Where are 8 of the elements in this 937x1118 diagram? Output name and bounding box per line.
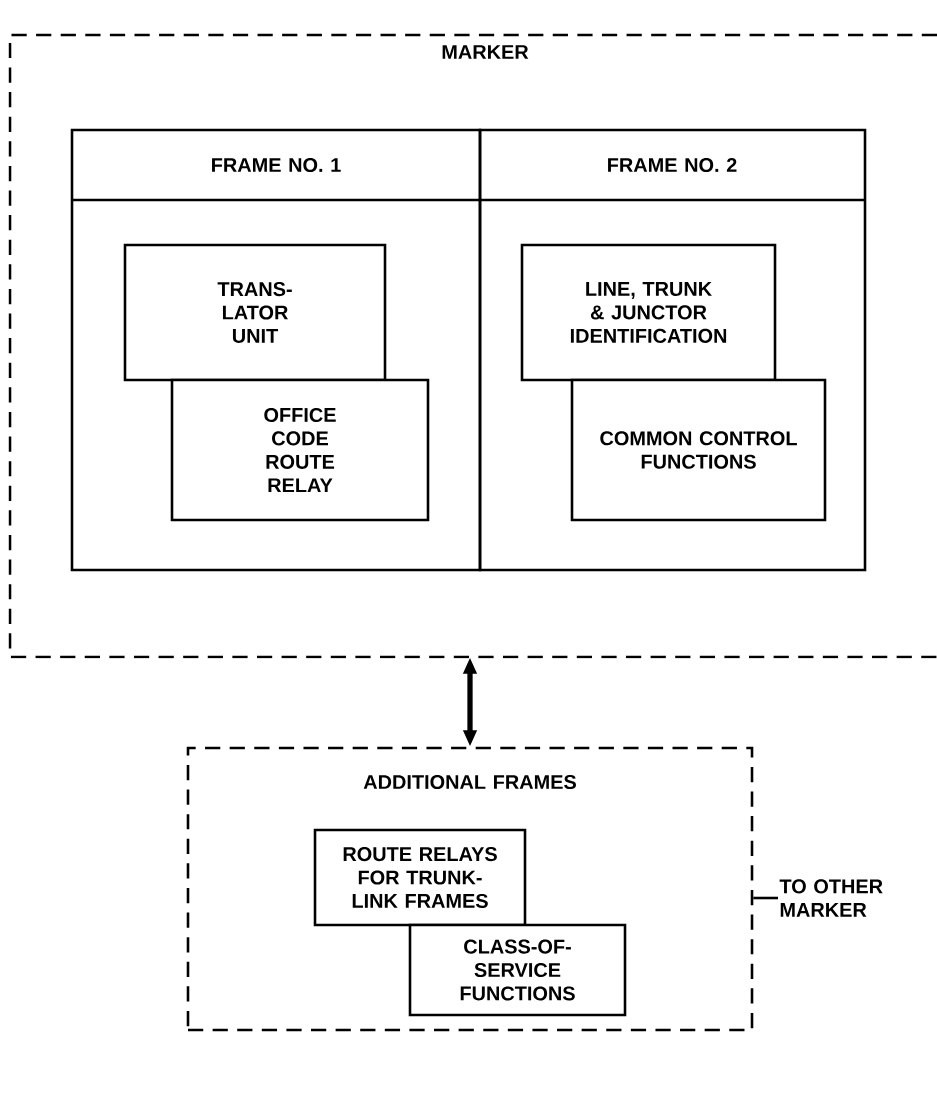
function-box: ROUTE RELAYS FOR TRUNK- LINK FRAMES <box>313 828 527 927</box>
connector-line <box>753 896 778 900</box>
function-box: TRANS- LATOR UNIT <box>123 243 387 382</box>
text-label: TO OTHER MARKER <box>779 879 883 917</box>
function-box: LINE, TRUNK & JUNCTOR IDENTIFICATION <box>520 243 777 382</box>
function-box: COMMON CONTROL FUNCTIONS <box>570 378 827 522</box>
function-box: CLASS-OF- SERVICE FUNCTIONS <box>408 923 627 1017</box>
function-box: OFFICE CODE ROUTE RELAY <box>170 378 430 522</box>
